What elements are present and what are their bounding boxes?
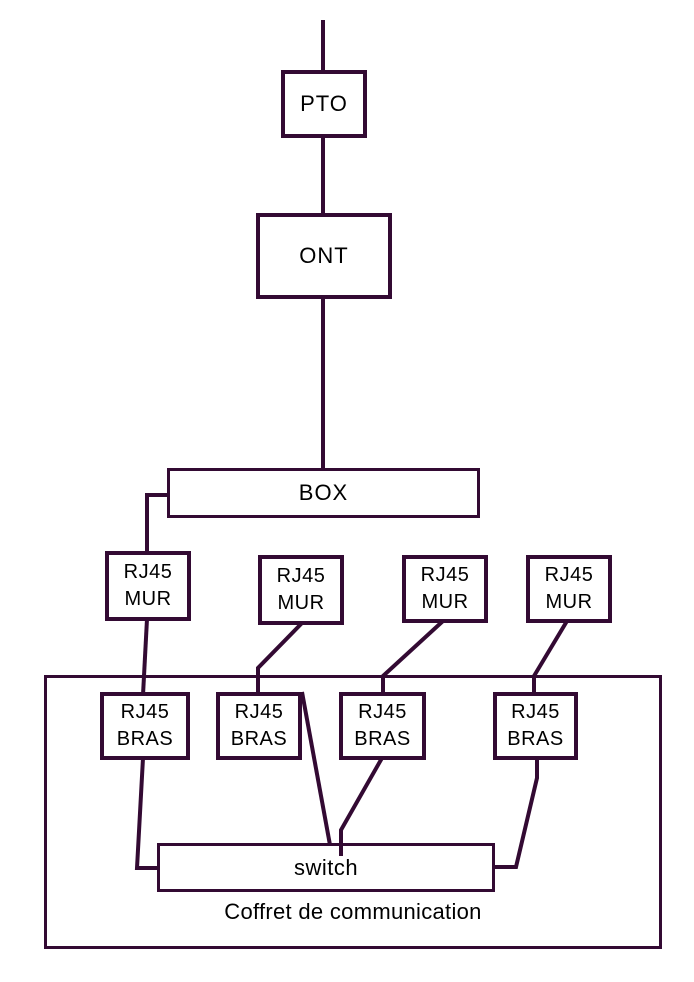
node-rj45-bras-3: RJ45 BRAS (339, 692, 426, 760)
node-rj45-bras-1: RJ45 BRAS (100, 692, 190, 760)
node-pto-label: PTO (300, 91, 348, 116)
connector-bras3-switch (339, 757, 384, 856)
connector-mur2-bras2 (256, 621, 304, 695)
node-rj45-mur-3-line1: RJ45 (420, 564, 470, 586)
node-rj45-bras-1-line2: BRAS (116, 728, 174, 750)
node-box: BOX (167, 468, 480, 518)
node-rj45-bras-4-line2: BRAS (507, 728, 564, 750)
node-box-label: BOX (298, 480, 349, 505)
node-rj45-mur-4-line1: RJ45 (544, 564, 594, 586)
node-rj45-bras-4-line1: RJ45 (511, 701, 560, 723)
node-rj45-mur-4: RJ45 MUR (526, 555, 612, 623)
connector-mur1-bras1 (141, 618, 149, 696)
node-rj45-mur-3: RJ45 MUR (402, 555, 488, 623)
node-rj45-mur-2: RJ45 MUR (258, 555, 344, 625)
node-rj45-mur-4-line2: MUR (545, 591, 593, 613)
connector-bras1-switch (134, 757, 160, 870)
node-switch-label: switch (293, 854, 359, 880)
node-rj45-bras-1-line1: RJ45 (120, 701, 170, 723)
node-rj45-mur-1-line1: RJ45 (123, 561, 173, 583)
cabinet-outline (44, 675, 662, 949)
node-rj45-bras-3-line2: BRAS (354, 728, 411, 750)
node-rj45-mur-1: RJ45 MUR (105, 551, 191, 621)
node-rj45-mur-3-line2: MUR (421, 591, 469, 613)
node-rj45-mur-2-line1: RJ45 (276, 565, 326, 587)
node-switch: switch (157, 843, 495, 892)
node-rj45-mur-2-line2: MUR (277, 592, 325, 614)
node-rj45-bras-2-line1: RJ45 (234, 701, 284, 723)
connector-bras4-switch (493, 758, 539, 869)
node-rj45-mur-1-line2: MUR (124, 588, 172, 610)
node-rj45-bras-4: RJ45 BRAS (493, 692, 578, 760)
connector-bras2-switch (300, 691, 332, 846)
node-pto: PTO (281, 70, 367, 138)
node-ont-label: ONT (299, 243, 349, 268)
connector-box-mur1 (145, 493, 170, 554)
node-rj45-bras-2: RJ45 BRAS (216, 692, 302, 760)
cabinet-label: Coffret de communication (224, 899, 482, 924)
node-rj45-bras-3-line1: RJ45 (358, 701, 407, 723)
node-rj45-bras-2-line2: BRAS (230, 728, 288, 750)
node-ont: ONT (256, 213, 392, 299)
